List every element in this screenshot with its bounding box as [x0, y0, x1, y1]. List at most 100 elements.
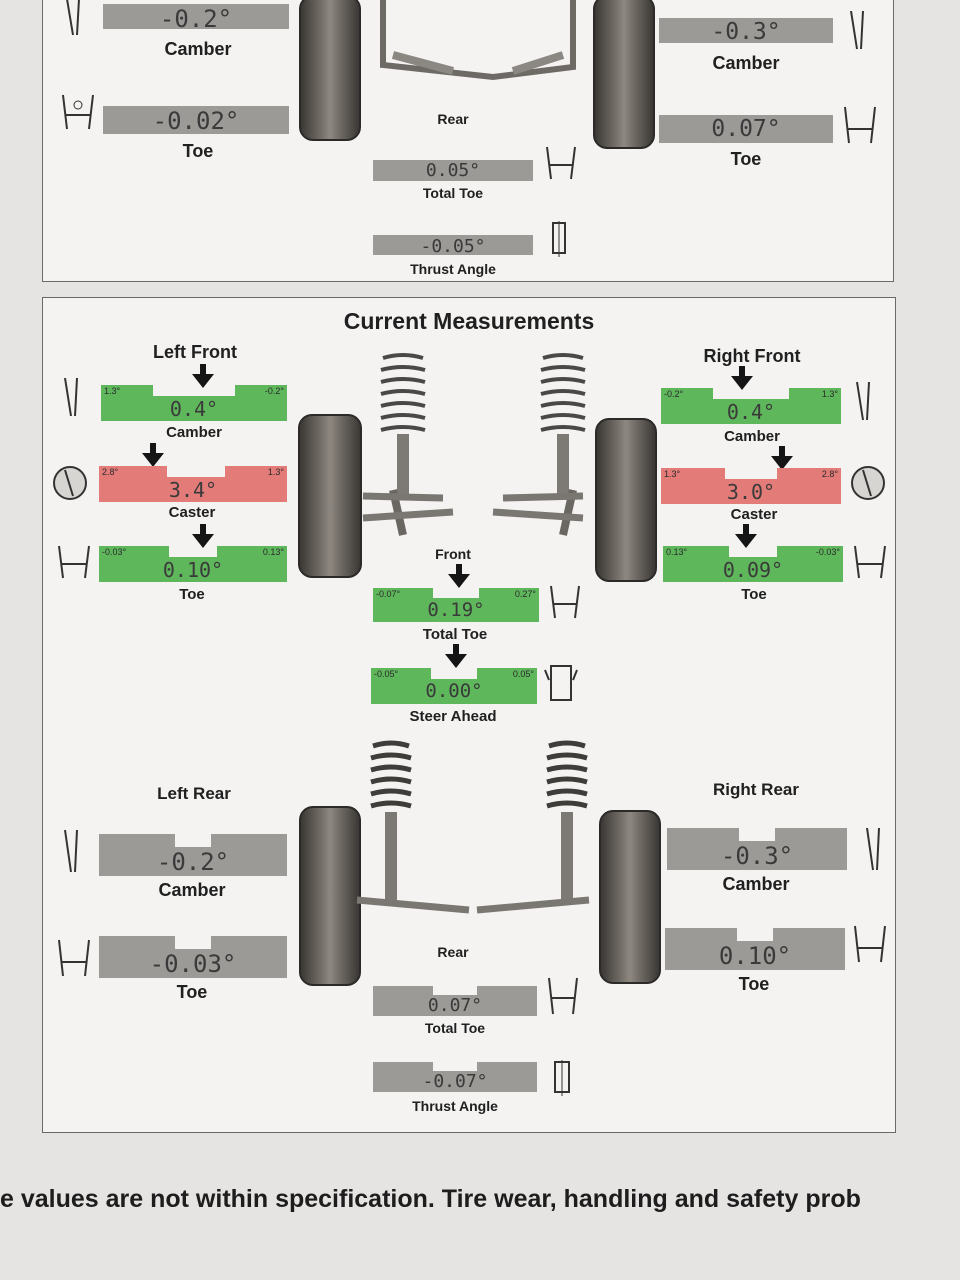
gauge-value: 0.00° [425, 679, 483, 702]
toe-label: Toe [182, 141, 214, 161]
thrust-angle-label: Thrust Angle [412, 1098, 498, 1114]
right-front-camber-gauge: -0.2° 1.3° 0.4° [661, 388, 841, 424]
left-front-title: Left Front [153, 342, 237, 362]
gauge-min: -0.03° [102, 547, 127, 557]
left-front-wheel-icon [298, 414, 362, 578]
gauge-min: -0.07° [376, 589, 401, 599]
right-toe-gauge-top: 0.07° [659, 103, 833, 143]
camber-label: Camber [712, 53, 780, 73]
left-rear-title: Left Rear [157, 784, 231, 803]
total-toe-label: Total Toe [424, 1020, 486, 1036]
left-rear-toe-gauge: -0.03° [99, 936, 287, 978]
gauge-max: 0.27° [514, 589, 536, 599]
right-front-wheel-icon [595, 418, 657, 582]
left-rear-wheel-icon [299, 806, 361, 986]
gauge-max: -0.03° [815, 547, 840, 557]
spec-warning-text: e values are not within specification. T… [0, 1185, 861, 1213]
camber-label: Camber [166, 424, 222, 441]
right-camber-gauge-top: -0.3° [659, 7, 833, 43]
section-title: Current Measurements [343, 308, 595, 334]
pointer-arrow-icon [445, 644, 467, 668]
gauge-value: 0.10° [718, 941, 792, 970]
total-toe-gauge-top: 0.05° [373, 151, 533, 181]
toe-label: Toe [176, 982, 208, 1002]
toe-icon [844, 106, 876, 144]
caster-label: Caster [730, 506, 778, 523]
rear-axle-icon [380, 0, 576, 81]
right-rear-title: Right Rear [713, 780, 799, 799]
rear-thrust-angle-gauge: -0.07° [373, 1062, 537, 1092]
thrust-angle-gauge-top: -0.05° [373, 227, 533, 255]
right-rear-wheel-icon [599, 810, 661, 984]
camber-icon [64, 830, 78, 873]
steer-ahead-label: Steer Ahead [409, 708, 497, 725]
steer-ahead-icon [544, 665, 578, 701]
total-toe-icon [550, 585, 580, 619]
toe-label: Toe [179, 586, 205, 603]
gauge-value: -0.02° [152, 107, 240, 136]
gauge-min: -0.2° [664, 389, 684, 399]
right-front-title: Right Front [703, 346, 801, 366]
total-toe-label: Total Toe [422, 626, 488, 643]
right-rear-camber-gauge: -0.3° [667, 828, 847, 870]
camber-icon [850, 11, 864, 50]
left-front-caster-gauge: 2.8° 1.3° 3.4° [99, 466, 287, 502]
pointer-arrow-icon [771, 446, 793, 470]
gauge-max: -0.2° [264, 386, 284, 396]
toe-icon [62, 94, 94, 130]
left-front-toe-gauge: -0.03° 0.13° 0.10° [99, 546, 287, 582]
toe-icon [854, 545, 886, 579]
gauge-value: 0.4° [726, 399, 776, 424]
left-rear-camber-gauge: -0.2° [99, 834, 287, 876]
gauge-min: 0.13° [666, 547, 688, 557]
right-front-caster-gauge: 1.3° 2.8° 3.0° [661, 468, 841, 504]
camber-label: Camber [158, 880, 226, 900]
rear-measurements-panel: -0.2° Camber -0.02° Toe -0.3° Camber 0.0… [42, 0, 894, 282]
gauge-min: 2.8° [102, 467, 119, 477]
left-toe-gauge-top: -0.02° [103, 94, 289, 134]
caster-icon [53, 466, 87, 500]
toe-label: Toe [738, 974, 770, 994]
gauge-value: -0.07° [422, 1071, 488, 1093]
axle-label: Rear [437, 111, 469, 127]
left-camber-gauge-top: -0.2° [103, 0, 289, 31]
camber-label: Camber [724, 428, 780, 445]
gauge-value: -0.3° [711, 18, 781, 45]
gauge-min: -0.05° [374, 669, 399, 679]
gauge-min: 1.3° [664, 469, 681, 479]
strut-icon [546, 740, 588, 902]
front-total-toe-gauge: -0.07° 0.27° 0.19° [373, 588, 539, 622]
total-toe-label: Total Toe [422, 185, 484, 201]
pointer-arrow-icon [735, 524, 757, 548]
thrust-angle-icon [552, 221, 566, 257]
gauge-value: 0.05° [425, 160, 481, 182]
gauge-value: 0.19° [427, 598, 485, 621]
toe-icon [58, 939, 90, 977]
steer-ahead-gauge: -0.05° 0.05° 0.00° [371, 668, 537, 704]
total-toe-icon [546, 146, 576, 180]
thrust-angle-icon [554, 1060, 570, 1096]
front-label: Front [435, 546, 471, 562]
gauge-max: 0.05° [512, 669, 534, 679]
thrust-angle-label: Thrust Angle [410, 261, 496, 277]
strut-icon [370, 740, 412, 902]
right-front-toe-gauge: 0.13° -0.03° 0.09° [663, 546, 843, 582]
current-measurements-panel: Current Measurements Left Front 1.3° -0.… [42, 297, 896, 1133]
gauge-max: 1.3° [267, 467, 284, 477]
gauge-value: -0.3° [720, 841, 794, 870]
left-rear-wheel-icon [299, 0, 361, 141]
camber-label: Camber [164, 39, 232, 59]
gauge-max: 2.8° [821, 469, 838, 479]
rear-axle-icon [356, 896, 590, 914]
gauge-min: 1.3° [104, 386, 121, 396]
strut-icon [540, 353, 586, 536]
gauge-max: 1.3° [821, 389, 838, 399]
camber-icon [66, 0, 80, 36]
caster-label: Caster [168, 504, 216, 521]
left-front-camber-gauge: 1.3° -0.2° 0.4° [101, 385, 287, 421]
camber-icon [866, 828, 880, 871]
gauge-max: 0.13° [262, 547, 284, 557]
front-control-arm-icon [362, 492, 584, 522]
pointer-arrow-icon [448, 564, 470, 588]
right-rear-wheel-icon [593, 0, 655, 149]
